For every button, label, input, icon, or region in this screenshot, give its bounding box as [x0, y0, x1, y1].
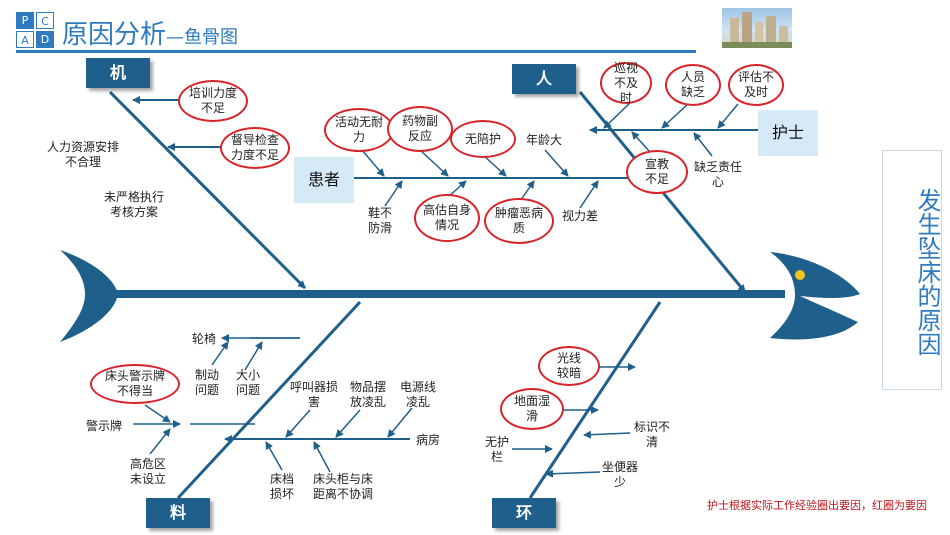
- pdca-d: D: [36, 31, 54, 48]
- cause-understaffed: 人员缺乏: [665, 64, 721, 106]
- cause-wet-floor: 地面湿滑: [500, 388, 564, 430]
- cause-training: 培训力度不足: [178, 80, 248, 122]
- cause-toilet: 坐便器少: [601, 460, 638, 489]
- fish-eye: [795, 270, 805, 280]
- category-machine: 机: [86, 58, 150, 88]
- group-patient: 患者: [294, 157, 354, 203]
- cause-staffing: 人力资源安排不合理: [46, 140, 119, 169]
- cause-patrol: 巡视不及时: [600, 61, 652, 105]
- cause-bedside-distance: 床头柜与床距离不协调: [312, 472, 373, 501]
- footnote: 护士根据实际工作经验圈出要因，红圈为要因: [707, 499, 927, 512]
- bone-environment: [528, 301, 662, 499]
- cause-no-rail: 无护栏: [484, 435, 509, 464]
- cause-brake: 制动问题: [194, 368, 219, 397]
- bone-machine: [108, 90, 307, 290]
- cause-size: 大小问题: [235, 368, 260, 397]
- category-environment: 环: [492, 498, 556, 528]
- building-illustration: [722, 12, 792, 48]
- cause-drug-reaction: 药物副反应: [387, 106, 453, 152]
- category-person: 人: [512, 64, 576, 94]
- cause-ward: 病房: [416, 433, 441, 447]
- cause-high-risk-zone: 高危区未设立: [129, 457, 166, 486]
- cause-vision: 视力差: [562, 209, 599, 223]
- page-title-sub: —鱼骨图: [166, 27, 239, 48]
- category-material: 料: [146, 498, 210, 528]
- effect-title: 发生坠床的原因: [882, 150, 942, 390]
- cause-wheelchair: 轮椅: [192, 332, 217, 346]
- cause-overestimate: 高估自身情况: [414, 194, 480, 242]
- pdca-logo: P C A D: [16, 12, 56, 50]
- cause-warning-sign: 警示牌: [86, 419, 123, 433]
- fish-head: [770, 252, 860, 340]
- cause-shoes: 鞋不防滑: [367, 206, 392, 235]
- cause-bed-rail: 床档损坏: [269, 472, 294, 501]
- cause-dim-light: 光线较暗: [538, 346, 600, 386]
- cause-responsibility: 缺乏责任心: [693, 160, 742, 189]
- pdca-p: P: [16, 12, 34, 29]
- cause-evaluation: 评估不及时: [728, 64, 784, 106]
- fish-spine: [105, 290, 785, 298]
- cause-endurance: 活动无耐力: [324, 108, 394, 152]
- title-underline: [16, 50, 696, 53]
- cause-assessment: 未严格执行考核方案: [103, 190, 164, 219]
- cause-signage: 标识不清: [633, 420, 670, 449]
- group-nurse: 护士: [758, 110, 818, 156]
- cause-cachexia: 肿瘤恶病质: [484, 198, 554, 244]
- cause-warning-sign-improper: 床头警示牌不得当: [90, 364, 180, 404]
- cause-call-device: 呼叫器损害: [289, 380, 338, 409]
- cause-supervision: 督导检查力度不足: [220, 127, 290, 169]
- cause-power-cord: 电源线凌乱: [399, 380, 436, 409]
- fish-tail: [60, 250, 118, 342]
- pdca-a: A: [16, 31, 34, 48]
- page-title-main: 原因分析: [62, 20, 167, 50]
- page-title: 原因分析—鱼骨图: [62, 14, 238, 51]
- building-photo: [722, 8, 792, 48]
- cause-items-messy: 物品摆放凌乱: [349, 380, 386, 409]
- cause-education: 宣教不足: [626, 150, 688, 194]
- bone-material: [176, 300, 362, 500]
- cause-no-escort: 无陪护: [450, 120, 516, 158]
- cause-age: 年龄大: [526, 133, 563, 147]
- pdca-c: C: [36, 12, 54, 29]
